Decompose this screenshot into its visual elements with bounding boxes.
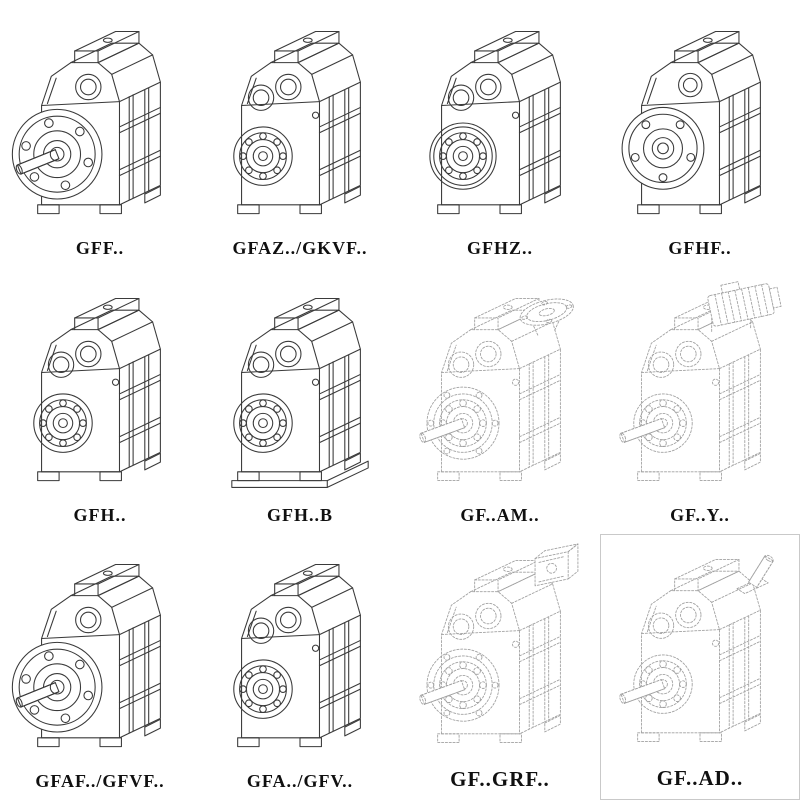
catalog-cell-gf-grf: GF..GRF.. (400, 534, 600, 800)
model-label: GFAZ../GKVF.. (232, 238, 368, 258)
gearbox-drawing-gf-grf (402, 541, 598, 765)
gearbox-output-flange-with-shaft-icon (11, 30, 161, 215)
gearbox-output-flange-variant-icon (11, 563, 161, 748)
gearbox-drawing-gfa (202, 545, 398, 769)
catalog-cell-gfaf-gfvf: GFAF../GFVF.. (0, 534, 200, 800)
gearbox-drawing-gfh (2, 279, 198, 503)
catalog-cell-gf-am: GF..AM.. (400, 267, 600, 534)
model-label: GFHZ.. (466, 238, 533, 258)
model-label: GF..Y.. (670, 505, 730, 525)
gearbox-drawing-gf-y (602, 273, 798, 503)
gearbox-hollow-shaft-icon (429, 30, 561, 215)
gearbox-motor-adapter-flange-icon (418, 293, 577, 482)
model-label: GFA../GFV.. (246, 771, 354, 791)
catalog-cell-gf-y: GF..Y.. (600, 267, 800, 534)
model-label: GF..AD.. (656, 766, 744, 790)
gearbox-drawing-gfh-b (202, 279, 398, 503)
gearbox-shaft-mounted-variant-icon (233, 563, 361, 748)
model-label: GFH..B (266, 505, 333, 525)
catalog-cell-gff: GFF.. (0, 0, 200, 267)
gearbox-drawing-gfaf (2, 545, 198, 769)
catalog-cell-gfh-b: GFH..B (200, 267, 400, 534)
catalog-cell-gfhf: GFHF.. (600, 0, 800, 267)
catalog-cell-gfh: GFH.. (0, 267, 200, 534)
model-label: GF..GRF.. (450, 767, 550, 791)
gearbox-mounted-motor-icon (618, 273, 783, 482)
catalog-cell-gfhz: GFHZ.. (400, 0, 600, 267)
catalog-cell-gf-ad: GF..AD.. (600, 534, 800, 800)
gearbox-drawing-gfhz (402, 12, 598, 236)
model-label: GF..AM.. (460, 505, 540, 525)
gearbox-drawing-gfhf (602, 12, 798, 236)
gearbox-input-shaft-adapter-icon (618, 553, 775, 743)
gearbox-hollow-shaft-basic-icon (33, 297, 161, 482)
gearbox-drawing-gf-ad (602, 540, 798, 764)
catalog-cell-gfaz-gkvf: GFAZ../GKVF.. (200, 0, 400, 267)
gearbox-shaft-mounted-icon (233, 30, 361, 215)
gearbox-drawing-gf-am (402, 279, 598, 503)
model-label: GFF.. (75, 238, 125, 258)
gearbox-drawing-gfaz (202, 12, 398, 236)
gearbox-flange-hollow-bore-icon (621, 30, 761, 215)
gearbox-adapter-box-icon (418, 543, 579, 744)
model-label: GFAF../GFVF.. (35, 771, 165, 791)
gearbox-drawing-gff (2, 12, 198, 236)
model-label: GFH.. (73, 505, 127, 525)
model-label: GFHF.. (668, 238, 732, 258)
gearbox-foot-mounted-icon (231, 297, 369, 488)
catalog-cell-gfa-gfv: GFA../GFV.. (200, 534, 400, 800)
